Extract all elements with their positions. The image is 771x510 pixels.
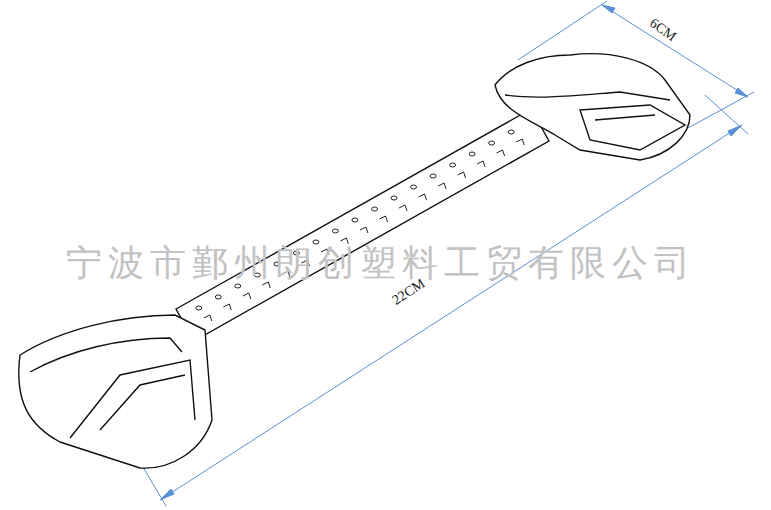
rib-mark: [438, 183, 446, 189]
rib-mark: [477, 161, 485, 167]
dimension-label: 22CM: [390, 277, 428, 308]
rib-mark: [458, 172, 466, 178]
rib-mark: [223, 304, 231, 310]
rib-mark: [516, 139, 524, 145]
rib-hole: [332, 229, 338, 233]
rib-hole: [313, 240, 319, 244]
rib-hole: [469, 152, 475, 156]
rib-hole: [372, 207, 378, 211]
rib-mark: [243, 293, 251, 299]
rib-hole: [391, 196, 397, 200]
rib-hole: [450, 163, 456, 167]
rib-hole: [196, 306, 202, 310]
rib-mark: [497, 150, 505, 156]
rib-hole: [235, 284, 241, 288]
rib-pattern: [196, 130, 524, 321]
rib-mark: [204, 315, 212, 321]
rib-mark: [380, 216, 388, 222]
dimension-label: 6CM: [647, 16, 679, 44]
rib-hole: [430, 174, 436, 178]
rib-mark: [399, 205, 407, 211]
rib-mark: [262, 282, 270, 288]
rib-hole: [215, 295, 221, 299]
rib-hole: [508, 130, 514, 134]
rib-mark: [419, 194, 427, 200]
rib-hole: [352, 218, 358, 222]
rib-hole: [489, 141, 495, 145]
watermark: 宁波市鄞州朗创塑料工贸有限公司: [66, 245, 696, 281]
rib-mark: [340, 238, 348, 244]
rib-mark: [360, 227, 368, 233]
rib-hole: [411, 185, 417, 189]
